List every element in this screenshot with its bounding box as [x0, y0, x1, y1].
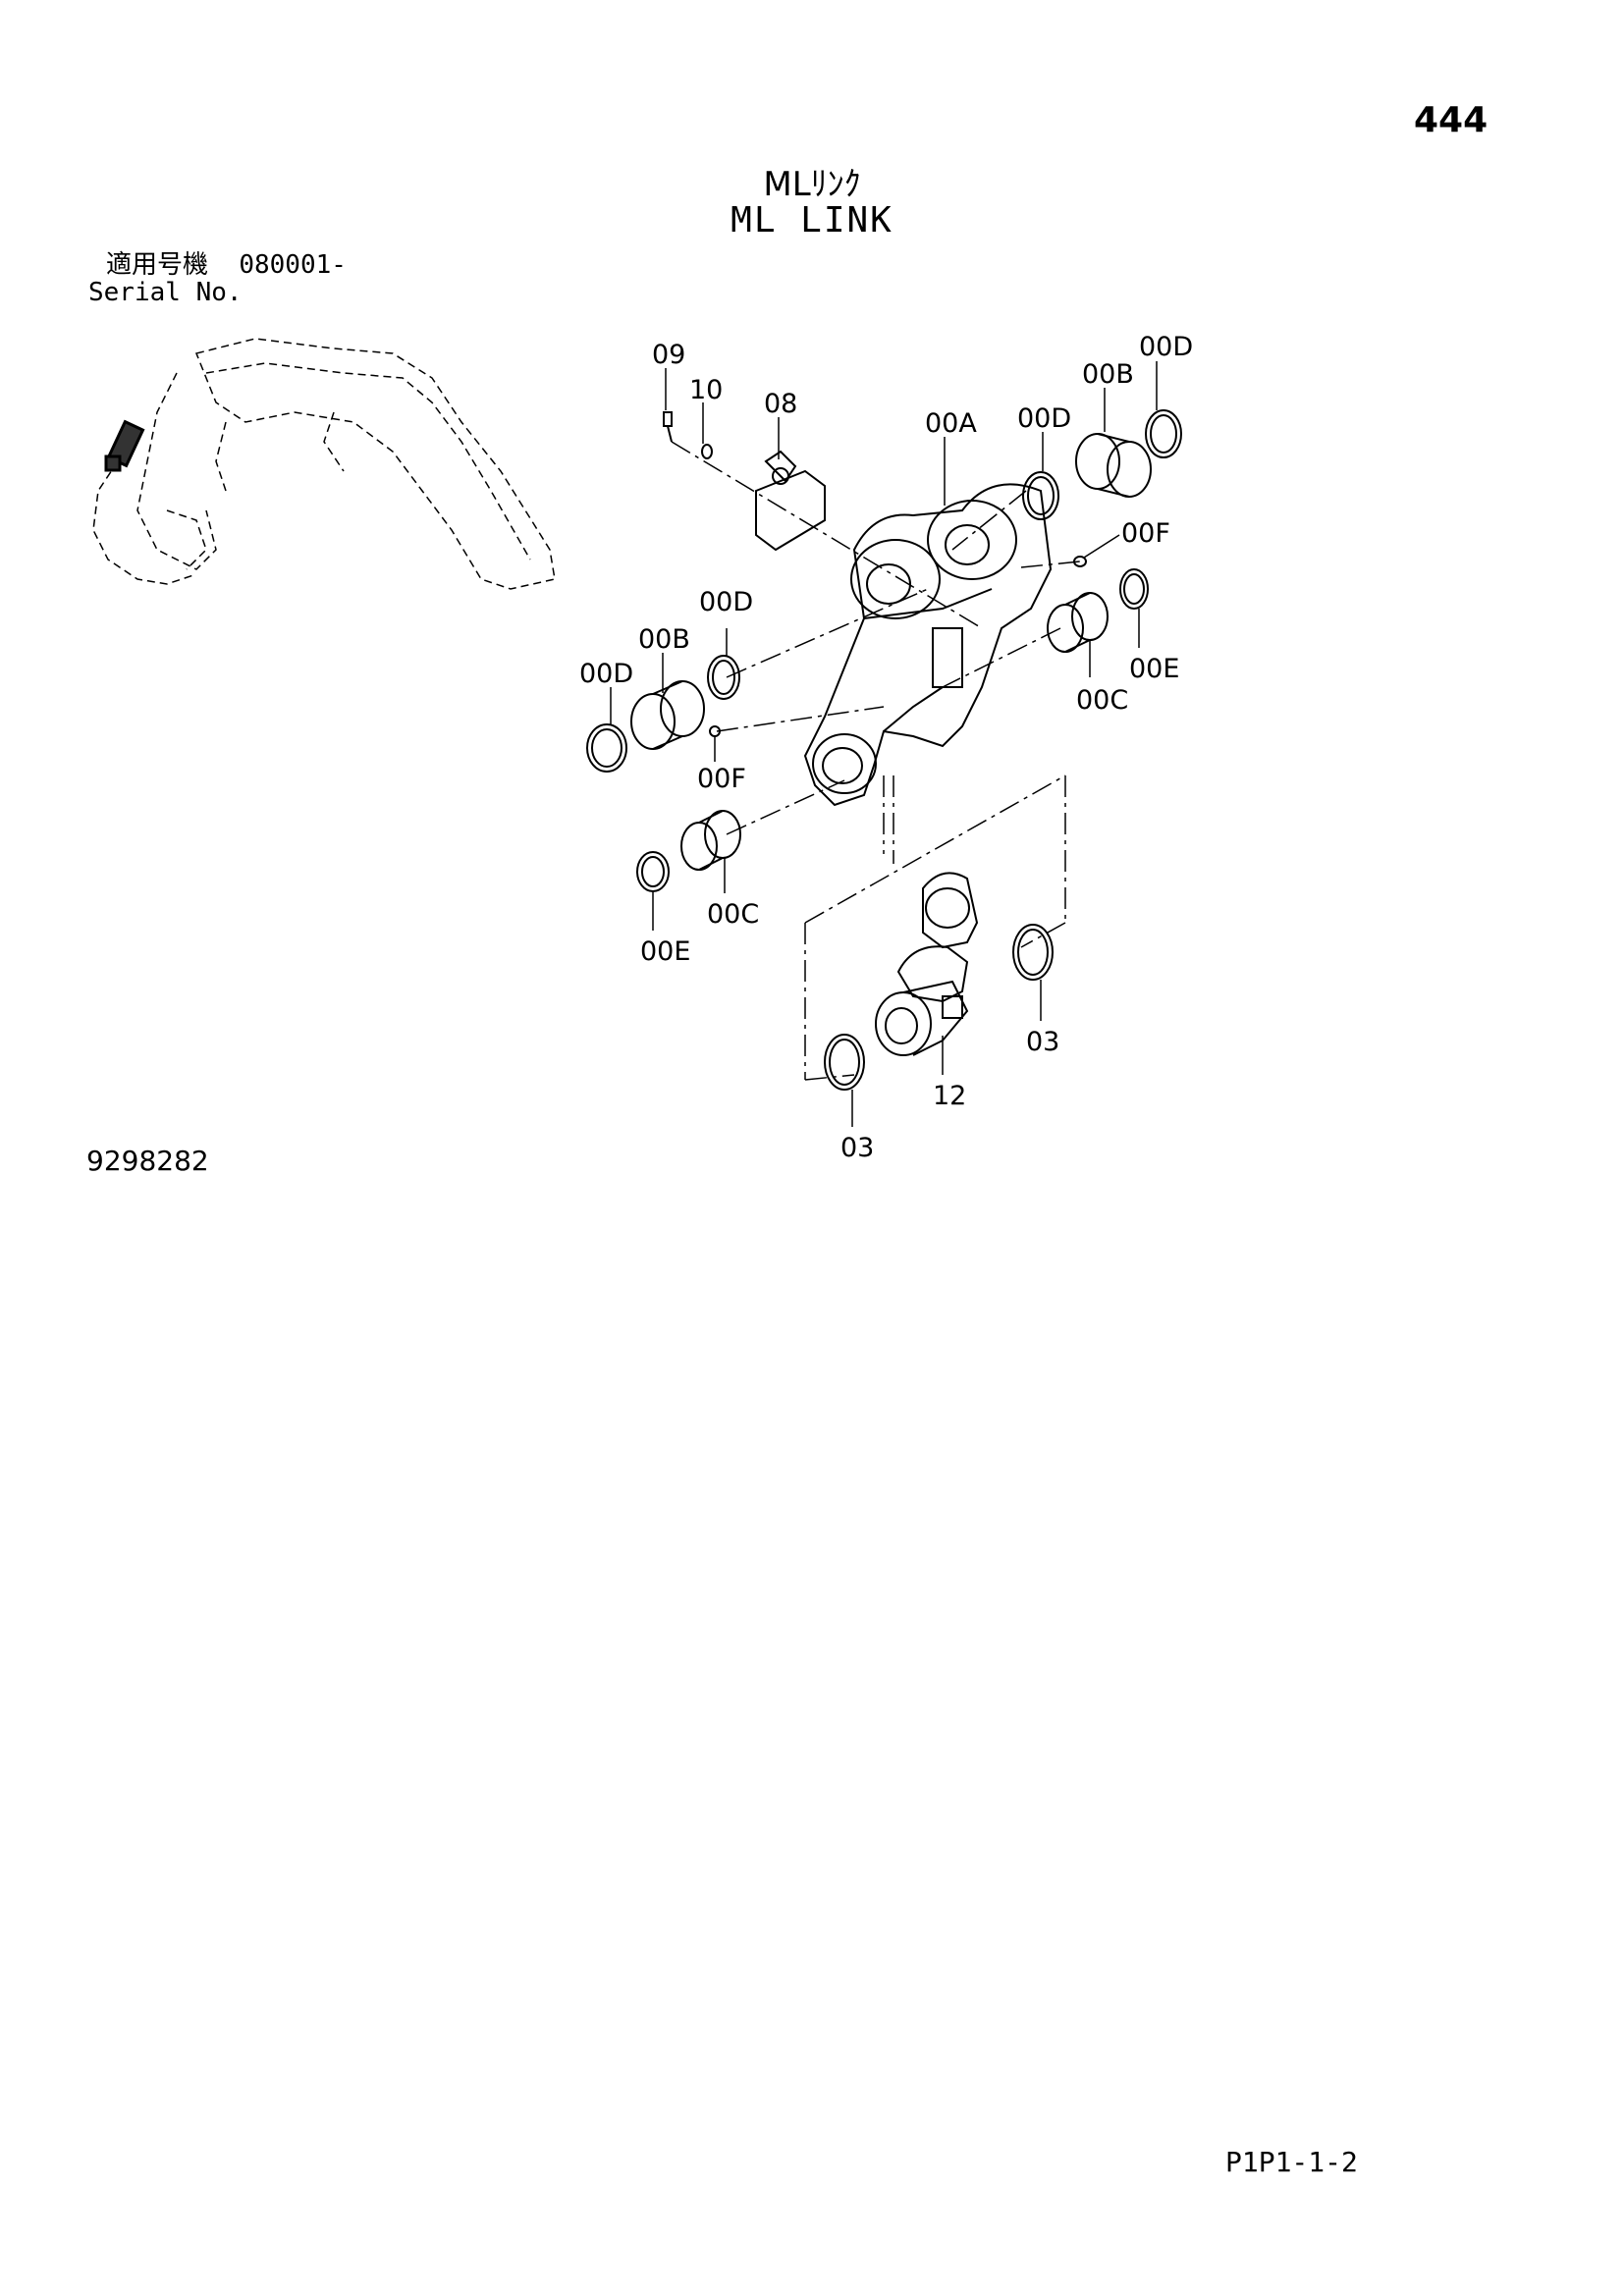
washer-10 — [701, 444, 713, 459]
callout-00A: 00A — [925, 408, 977, 439]
serial-value: 080001- — [239, 250, 347, 280]
callout-00E-right: 00E — [1129, 654, 1179, 684]
ring-00E-right — [1119, 568, 1149, 610]
bolt-09 — [663, 411, 673, 443]
ring-03-right — [1012, 924, 1054, 981]
callout-labels: 09 10 08 00A 00D 00B 00D 00F 00D 00B 00D… — [579, 332, 1193, 1163]
bushing-00C-left — [680, 810, 741, 871]
ring-00D-left-b — [707, 655, 740, 700]
ring-00D-left-a — [586, 723, 627, 773]
callout-03-right: 03 — [1026, 1027, 1059, 1057]
bracket-08 — [755, 450, 826, 552]
page-code: P1P1-1-2 — [1225, 2146, 1358, 2178]
bushing-00C-right — [1047, 592, 1109, 653]
serial-label-jp: 適用号機 — [106, 250, 209, 280]
callout-00D-left-b: 00D — [699, 587, 753, 617]
callout-03-bottom: 03 — [840, 1133, 874, 1163]
callout-00C-right: 00C — [1076, 685, 1128, 716]
callout-00F-left: 00F — [697, 764, 746, 794]
callout-00D-top-a: 00D — [1017, 403, 1071, 434]
excavator-thumbnail — [92, 338, 556, 590]
callout-00B-top: 00B — [1082, 359, 1134, 390]
drawing-id: 9298282 — [86, 1145, 209, 1177]
bushing-00B-left — [630, 680, 705, 750]
page-number: 444 — [1414, 100, 1489, 140]
leader-lines — [610, 361, 1158, 1127]
callout-08: 08 — [764, 389, 797, 419]
callout-12: 12 — [933, 1081, 966, 1111]
ring-00D-top-a — [1022, 471, 1059, 520]
callout-00C-left: 00C — [707, 899, 759, 930]
ring-00E-left — [636, 851, 670, 892]
callout-09: 09 — [652, 340, 685, 370]
title-japanese: MLﾘﾝｸ — [763, 165, 861, 204]
callout-00D-left-a: 00D — [579, 659, 633, 689]
callout-10: 10 — [689, 375, 723, 405]
callout-00B-left: 00B — [638, 624, 690, 655]
excavator-highlight-link — [104, 419, 145, 472]
title-english: ML LINK — [731, 200, 893, 240]
assembly-lines — [671, 441, 1081, 1081]
callout-00E-left: 00E — [640, 936, 690, 967]
swivel-12 — [875, 872, 979, 1056]
serial-block: 適用号機 080001- Serial No. — [88, 251, 347, 306]
ml-link-body — [803, 483, 1053, 807]
callout-00F-right: 00F — [1121, 518, 1170, 549]
callout-00D-top-b: 00D — [1139, 332, 1193, 362]
serial-label-en: Serial No. — [88, 278, 243, 307]
ring-00D-top-b — [1145, 409, 1182, 458]
ring-03-bottom — [824, 1034, 865, 1091]
bushing-00B-top — [1075, 433, 1152, 498]
